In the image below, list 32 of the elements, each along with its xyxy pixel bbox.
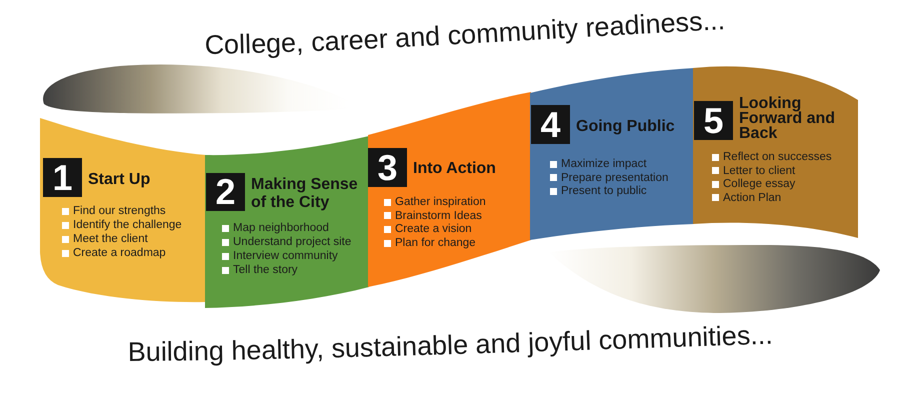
task-text: Find our strengths [73,204,166,218]
task-text: Maximize impact [561,157,647,171]
step-title: Making Sense of the City [251,176,359,212]
task-text: Gather inspiration [395,195,486,209]
stage-panel [38,116,206,304]
task-text: College essay [723,177,796,191]
step-number-badge: 1 [43,158,82,197]
task-text: Interview community [233,249,338,263]
task-text: Plan for change [395,236,476,250]
task-text: Prepare presentation [561,170,668,184]
task-text: Meet the client [73,232,148,246]
task-text: Brainstorm Ideas [395,208,482,223]
tagline-text: College, career and community readiness... [204,5,726,60]
step-title: Looking Forward and Back [739,96,836,141]
task-text: Understand project site [233,235,352,249]
step-title: Into Action [413,161,496,176]
task-text: Reflect on successes [723,150,832,164]
step-number-badge: 5 [694,101,733,140]
step-number-badge: 2 [206,173,245,211]
task-text: Action Plan [723,190,782,204]
task-text: Create a roadmap [73,246,166,260]
step-title: Start Up [88,172,150,187]
task-text: Map neighborhood [233,221,329,235]
task-text: Identify the challenge [73,218,182,232]
tagline-text: Building healthy, sustainable and joyful communities... [128,320,774,367]
task-text: Create a vision [395,222,472,236]
step-number-badge: 4 [531,105,570,144]
step-title: Going Public [576,119,675,134]
task-text: Letter to client [723,164,796,178]
task-text: Present to public [561,184,647,198]
step-number-badge: 3 [368,148,407,187]
task-text: Tell the story [233,263,298,277]
